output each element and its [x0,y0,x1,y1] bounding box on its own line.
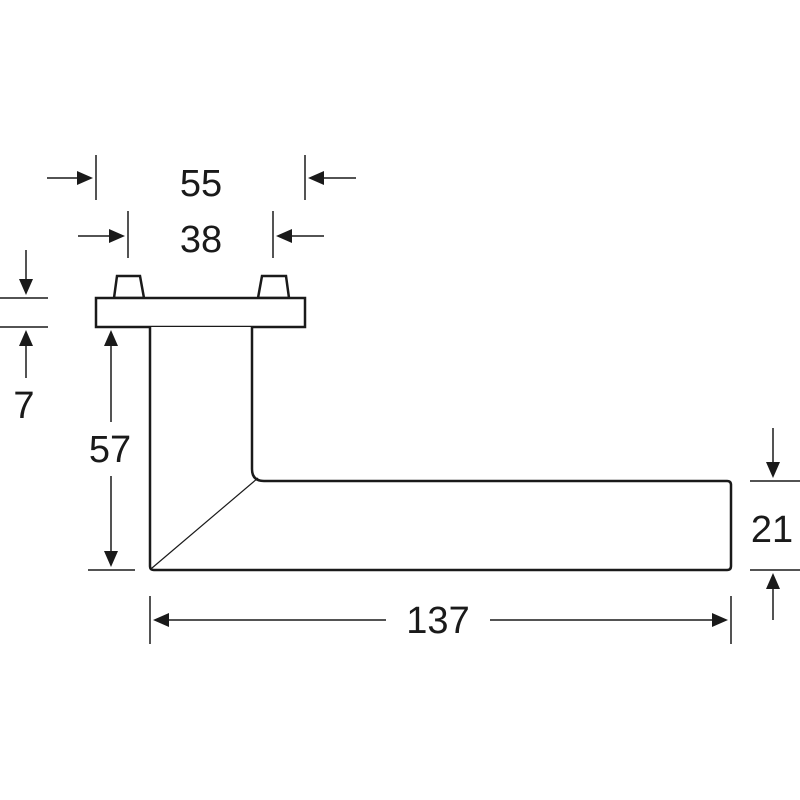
arrow-head-55-right [308,171,324,185]
lever-bevel-line [151,477,259,569]
arrow-head-7-bottom [19,330,33,346]
lever-body [148,327,733,572]
rose-base [94,296,307,329]
dimension-label-38: 38 [180,219,222,261]
arrow-head-38-left [109,229,125,243]
dimension-55: 55 [47,155,356,205]
arrow-head-7-top [19,279,33,295]
dimension-label-137: 137 [406,600,469,642]
dimension-38: 38 [78,211,324,261]
arrow-head-137-right [712,613,728,627]
arrow-head-55-left [77,171,93,185]
dimension-137: 137 [149,596,732,644]
left-pin [112,274,146,300]
right-pin [256,274,291,300]
dimension-label-55: 55 [180,163,222,205]
dimension-label-57: 57 [89,429,131,471]
dimension-label-21: 21 [751,509,793,551]
arrow-head-57-top [104,330,118,346]
arrow-head-137-left [153,613,169,627]
dimension-7: 7 [0,250,48,427]
dimension-label-7: 7 [13,385,34,427]
dimension-21: 21 [750,428,800,620]
dimension-57: 57 [88,330,135,571]
rose-plate [94,274,307,329]
arrow-head-21-bottom [766,573,780,589]
arrow-head-38-right [276,229,292,243]
arrow-head-57-bottom [104,551,118,567]
lever [148,327,733,572]
arrow-head-21-top [766,462,780,478]
